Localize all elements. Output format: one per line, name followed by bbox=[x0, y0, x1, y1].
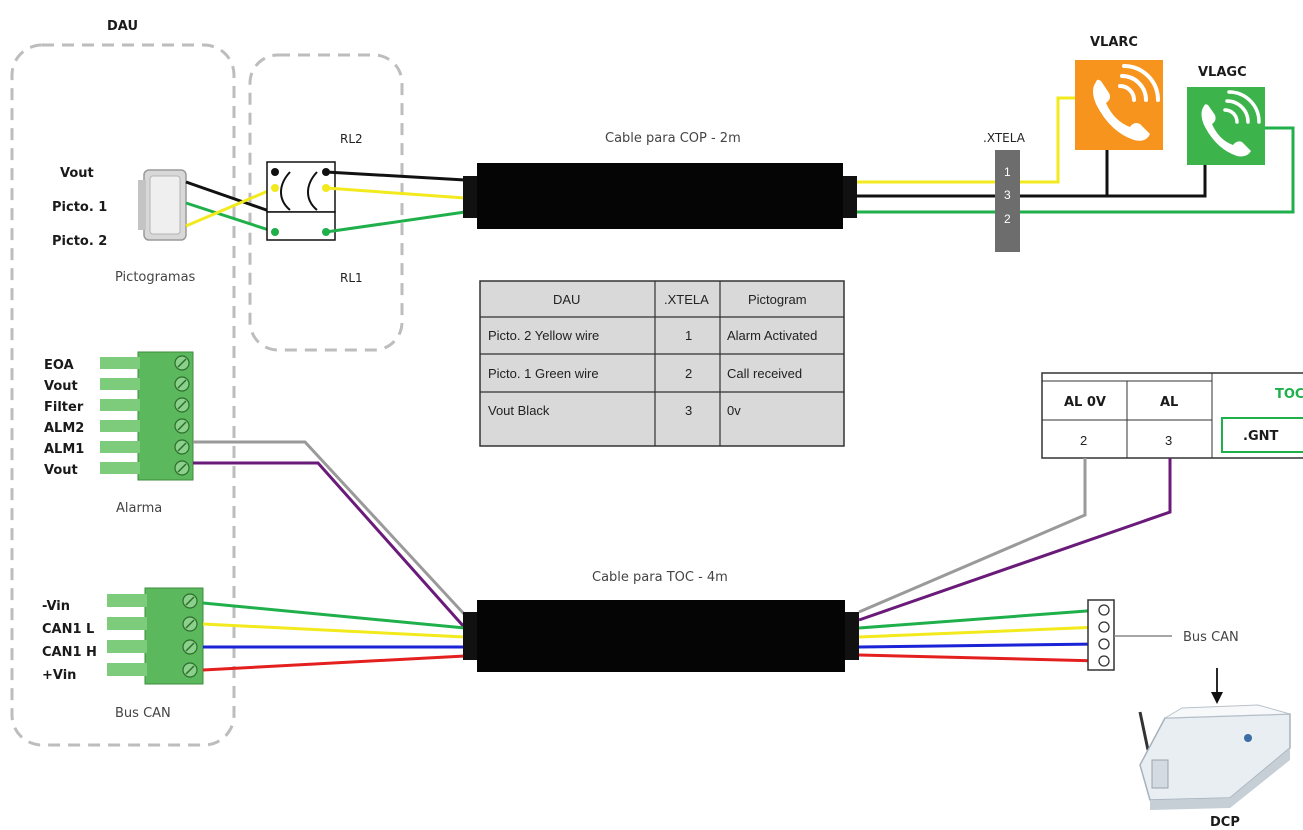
alarm-terminal-alm2: ALM2 bbox=[44, 421, 84, 436]
wire-black-pictogram bbox=[185, 180, 276, 215]
vlarc-label: VLARC bbox=[1090, 35, 1138, 50]
wire-blue-toc bbox=[858, 642, 1101, 649]
alarm-terminal-block bbox=[100, 351, 194, 481]
rl2-label: RL2 bbox=[340, 132, 363, 146]
dau-xtela-table: DAU .XTELA Pictogram Picto. 2 Yellow wir… bbox=[479, 280, 845, 447]
dau-table-cell: 0v bbox=[727, 403, 741, 418]
vout-label: Vout bbox=[60, 166, 94, 181]
bus-terminal-can1l: CAN1 L bbox=[42, 622, 94, 637]
wire-purple-toc bbox=[858, 458, 1172, 622]
bus-can-connector bbox=[1087, 599, 1115, 671]
xtela-connector bbox=[995, 150, 1020, 252]
alarm-terminal-eoa: EOA bbox=[44, 358, 74, 373]
vlarc-indicator bbox=[1075, 60, 1163, 150]
dcp-device-icon bbox=[1138, 704, 1291, 810]
dcp-label: DCP bbox=[1210, 815, 1240, 830]
bus-can-left-caption: Bus CAN bbox=[115, 706, 171, 721]
xtela-pin-1: 1 bbox=[1004, 165, 1011, 179]
wire-purple-alarm bbox=[193, 461, 467, 629]
rl1-label: RL1 bbox=[340, 271, 363, 285]
pictogram-connector bbox=[138, 169, 187, 241]
wire-yellow-toc bbox=[858, 625, 1101, 639]
cable-cop bbox=[463, 163, 857, 229]
wire-yellow-bus bbox=[202, 622, 466, 639]
picto2-label: Picto. 2 bbox=[52, 234, 107, 249]
wire-grey-toc bbox=[858, 458, 1087, 614]
wire-green-toc bbox=[858, 608, 1101, 630]
vlagc-label: VLAGC bbox=[1198, 65, 1247, 80]
bus-terminal-can1h: CAN1 H bbox=[42, 645, 97, 660]
bus-can-terminal-block bbox=[107, 587, 204, 685]
wire-yellow-relay-cop bbox=[325, 186, 466, 200]
relay-boundary bbox=[248, 53, 404, 352]
bus-terminal-vin-pos: +Vin bbox=[42, 668, 76, 683]
toc-label: TOC bbox=[1275, 387, 1303, 402]
cable-toc-label: Cable para TOC - 4m bbox=[592, 570, 728, 585]
wire-green-relay-cop bbox=[325, 210, 466, 234]
pictogramas-caption: Pictogramas bbox=[115, 270, 196, 285]
bus-can-right-caption: Bus CAN bbox=[1183, 630, 1239, 645]
vlagc-indicator bbox=[1187, 87, 1265, 165]
wire-grey-alarm bbox=[193, 440, 467, 617]
relay-rl2 bbox=[266, 161, 336, 213]
alarm-terminal-vout: Vout bbox=[44, 379, 78, 394]
alarma-caption: Alarma bbox=[116, 501, 162, 516]
dau-table-cell: Alarm Activated bbox=[727, 328, 817, 343]
toc-value-3: 3 bbox=[1165, 433, 1172, 448]
arrow-head-icon bbox=[1211, 692, 1223, 704]
xtela-pin-2: 2 bbox=[1004, 212, 1011, 226]
dau-table-cell: 1 bbox=[685, 328, 692, 343]
wire-green-bus bbox=[202, 601, 466, 630]
toc-header-al0v: AL 0V bbox=[1064, 395, 1106, 410]
cable-cop-label: Cable para COP - 2m bbox=[605, 131, 741, 146]
wire-red-toc bbox=[858, 653, 1101, 663]
dau-table-cell: Picto. 1 Green wire bbox=[488, 366, 599, 381]
alarm-terminal-filter: Filter bbox=[44, 400, 84, 415]
alarm-terminal-alm1: ALM1 bbox=[44, 442, 84, 457]
dau-table-header-pictogram: Pictogram bbox=[748, 292, 807, 307]
wire-green-pictogram bbox=[185, 201, 276, 234]
wire-green-cop-right bbox=[857, 126, 1295, 214]
wire-black-cop-right bbox=[857, 160, 1207, 198]
toc-table: AL 0V AL 2 3 TOC .GNT bbox=[1041, 372, 1303, 459]
relay-rl1 bbox=[266, 211, 336, 241]
dau-table-header-dau: DAU bbox=[553, 292, 580, 307]
dau-table-cell: 2 bbox=[685, 366, 692, 381]
dau-table-cell: Vout Black bbox=[488, 403, 550, 418]
dau-table-header-xtela: .XTELA bbox=[664, 292, 709, 307]
wire-yellow-cop-right bbox=[857, 96, 1075, 184]
dau-title: DAU bbox=[107, 19, 138, 34]
dau-table-cell: 3 bbox=[685, 403, 692, 418]
toc-header-al: AL bbox=[1160, 395, 1178, 410]
wire-red-bus bbox=[202, 654, 466, 672]
gnt-box bbox=[1221, 417, 1303, 453]
dau-table-cell: Call received bbox=[727, 366, 802, 381]
xtela-label: .XTELA bbox=[983, 131, 1026, 145]
toc-value-2: 2 bbox=[1080, 433, 1087, 448]
gnt-label: .GNT bbox=[1243, 429, 1278, 444]
dau-table-cell: Picto. 2 Yellow wire bbox=[488, 328, 599, 343]
picto1-label: Picto. 1 bbox=[52, 200, 107, 215]
wire-black-relay-cop bbox=[325, 170, 466, 182]
dau-boundary bbox=[10, 43, 236, 747]
alarm-terminal-vout-2: Vout bbox=[44, 463, 78, 478]
bus-terminal-vin-neg: -Vin bbox=[42, 599, 70, 614]
xtela-pin-3: 3 bbox=[1004, 188, 1011, 202]
cable-toc bbox=[463, 600, 859, 672]
wire-yellow-pictogram bbox=[185, 186, 276, 228]
